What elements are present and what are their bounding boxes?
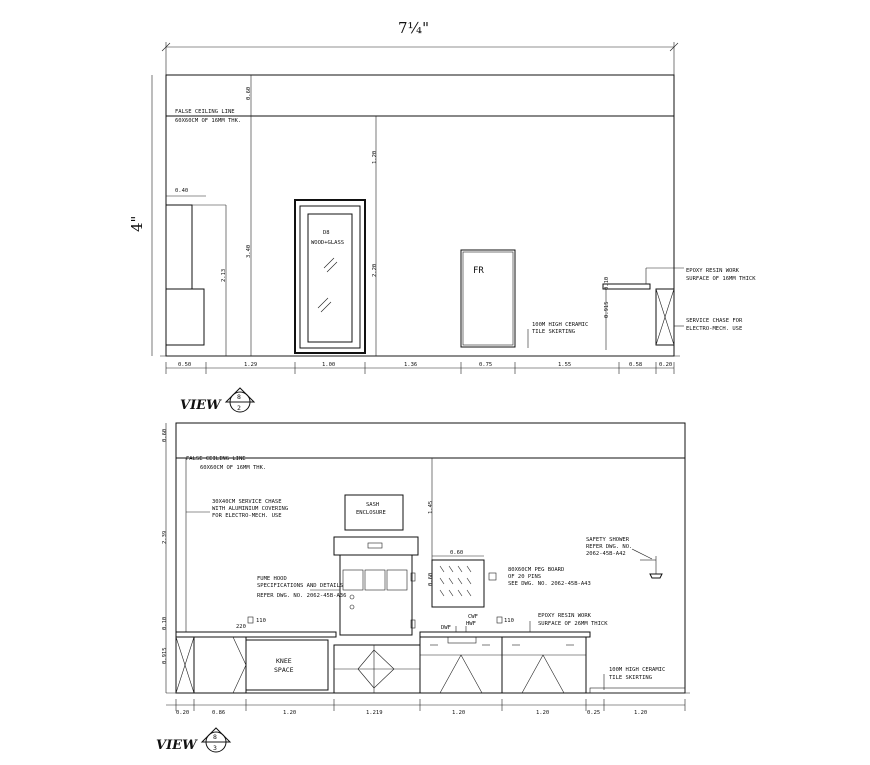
b-chase-2: WITH ALUMINIUM COVERING — [212, 506, 288, 512]
knee-1: KNEE — [276, 657, 292, 665]
bot-dim-4: 1.20 — [452, 710, 465, 716]
dim-0915-top: 0.915 — [604, 301, 610, 318]
sash-1: SASH — [366, 502, 379, 508]
view-num-bottom: 8 — [213, 733, 217, 741]
view-label-top: VIEW — [180, 398, 222, 413]
b-dim-010: 0.10 — [162, 617, 168, 630]
top-dim-6: 0.58 — [629, 362, 642, 368]
chase-1: SERVICE CHASE FOR — [686, 318, 743, 324]
b-chase-1: 30X40CM SERVICE CHASE — [212, 499, 282, 505]
b-epoxy-1: EPOXY RESIN WORK — [538, 613, 592, 619]
safety-shower-icon — [631, 548, 663, 579]
top-dim-0: 0.50 — [178, 362, 191, 368]
b-dim-239: 2.39 — [162, 531, 168, 544]
bot-dim-1: 0.86 — [212, 710, 225, 716]
b-dim-060b: 0.60 — [428, 573, 434, 586]
top-dim-4: 0.75 — [479, 362, 492, 368]
dim-340: 3.40 — [246, 245, 252, 258]
bottom-elevation: 0.60 2.39 0.10 0.915 FALSE CEILING LINE … — [156, 422, 690, 753]
dim-220: 2.20 — [372, 264, 378, 277]
bot-dim-2: 1.20 — [283, 710, 296, 716]
shower-2: REFER DWG. NO. — [586, 544, 632, 550]
b-epoxy-2: SURFACE OF 26MM THICK — [538, 621, 608, 627]
top-elevation: 7¼" 4" 0.60 FALSE CEILING LINE 60X60CM O… — [128, 19, 756, 413]
view-marker-top-icon: 8 2 — [224, 387, 256, 413]
b-tag-220: 220 — [236, 624, 246, 630]
door-label-2: WOOD+GLASS — [311, 240, 344, 246]
top-dim-3: 1.36 — [404, 362, 417, 368]
b-tag-110a: 110 — [256, 618, 266, 624]
epoxy-2: SURFACE OF 16MM THICK — [686, 276, 756, 282]
bot-dim-5: 1.20 — [536, 710, 549, 716]
peg-1: 80X60CM PEG BOARD — [508, 567, 564, 573]
dim-040: 0.40 — [175, 188, 188, 194]
view-label-bottom: VIEW — [156, 738, 198, 753]
view-num-top: 8 — [237, 393, 241, 401]
dim-120: 1.20 — [372, 151, 378, 164]
bot-dim-6: 0.25 — [587, 710, 600, 716]
fridge-label: FR — [473, 266, 484, 276]
top-dim-1: 1.29 — [244, 362, 257, 368]
top-dim-7: 0.20 — [659, 362, 672, 368]
dim-213: 2.13 — [221, 269, 227, 282]
fume-2: SPECIFICATIONS AND DETAILS — [257, 583, 343, 589]
fume-3: REFER DWG. NO. 2062-45B-A36 — [257, 593, 346, 599]
bot-dim-7: 1.20 — [634, 710, 647, 716]
b-dim-060a: 0.60 — [450, 550, 463, 556]
shower-3: 2062-45B-A42 — [586, 551, 626, 557]
b-skirting-1: 100M HIGH CERAMIC — [609, 667, 665, 673]
b-false-ceiling-line: FALSE CEILING LINE — [186, 456, 246, 462]
b-cwf: CWF — [468, 614, 478, 620]
fume-1: FUME HOOD — [257, 576, 287, 582]
peg-3: SEE DWG. NO. 2062-45B-A43 — [508, 581, 591, 587]
shower-1: SAFETY SHOWER — [586, 537, 630, 543]
knee-2: SPACE — [274, 666, 294, 674]
overall-width-label: 7¼" — [398, 19, 429, 37]
bot-dim-0: 0.20 — [176, 710, 189, 716]
b-hwf: HWF — [466, 621, 476, 627]
overall-height-label: 4" — [128, 216, 146, 232]
chase-2: ELECTRO-MECH. USE — [686, 326, 742, 332]
b-false-ceiling-spec: 60X60CM OF 16MM THK. — [200, 465, 266, 471]
b-ceiling-dim: 0.60 — [162, 429, 168, 442]
dim-010-top: 0.10 — [604, 277, 610, 290]
door-label-1: D8 — [323, 230, 330, 236]
b-chase-3: FOR ELECTRO-MECH. USE — [212, 513, 282, 519]
bot-dim-3: 1.219 — [366, 710, 383, 716]
b-dim-145: 1.45 — [428, 501, 434, 514]
b-skirting-2: TILE SKIRTING — [609, 675, 652, 681]
view-sheet-top: 2 — [237, 404, 241, 412]
top-dim-2: 1.00 — [322, 362, 335, 368]
false-ceiling-line: FALSE CEILING LINE — [175, 109, 235, 115]
ceiling-dim: 0.60 — [246, 87, 252, 100]
view-sheet-bottom: 3 — [213, 744, 217, 752]
sash-2: ENCLOSURE — [356, 510, 386, 516]
view-marker-bottom-icon: 8 3 — [200, 727, 232, 753]
b-dim-0915: 0.915 — [162, 647, 168, 664]
b-tag-110b: 110 — [504, 618, 514, 624]
false-ceiling-spec: 60X60CM OF 16MM THK. — [175, 118, 241, 124]
skirting-2: TILE SKIRTING — [532, 329, 575, 335]
b-dwf: DWF — [441, 625, 451, 631]
peg-2: OF 20 PINS — [508, 574, 541, 580]
top-dim-5: 1.55 — [558, 362, 571, 368]
epoxy-1: EPOXY RESIN WORK — [686, 268, 740, 274]
skirting-1: 100M HIGH CERAMIC — [532, 322, 588, 328]
